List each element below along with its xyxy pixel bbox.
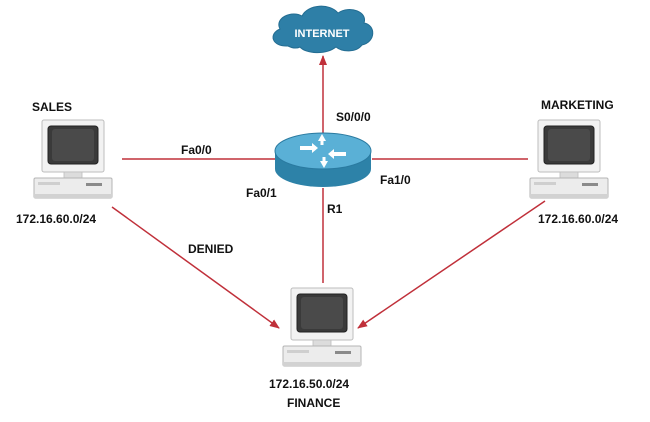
router-icon <box>274 132 372 187</box>
arrow-marketing-finance <box>357 200 546 329</box>
marketing-computer-icon <box>529 119 609 199</box>
finance-network-label: 172.16.50.0/24 <box>269 377 350 391</box>
interface-fa01-label: Fa0/1 <box>246 186 277 200</box>
router-name-label: R1 <box>327 202 343 216</box>
denied-label: DENIED <box>188 242 234 256</box>
marketing-network-label: 172.16.60.0/24 <box>538 212 619 226</box>
internet-cloud-icon: INTERNET <box>272 5 374 54</box>
sales-label: SALES <box>32 100 73 114</box>
arrow-sales-finance <box>111 206 280 329</box>
interface-fa00-label: Fa0/0 <box>181 143 212 157</box>
interface-fa10-label: Fa1/0 <box>380 173 411 187</box>
interface-s000-label: S0/0/0 <box>336 110 371 124</box>
internet-label: INTERNET <box>295 28 350 40</box>
sales-network-label: 172.16.60.0/24 <box>16 212 97 226</box>
sales-computer-icon <box>33 119 113 199</box>
marketing-label: MARKETING <box>541 98 614 112</box>
finance-label: FINANCE <box>287 396 341 410</box>
finance-computer-icon <box>282 287 362 367</box>
